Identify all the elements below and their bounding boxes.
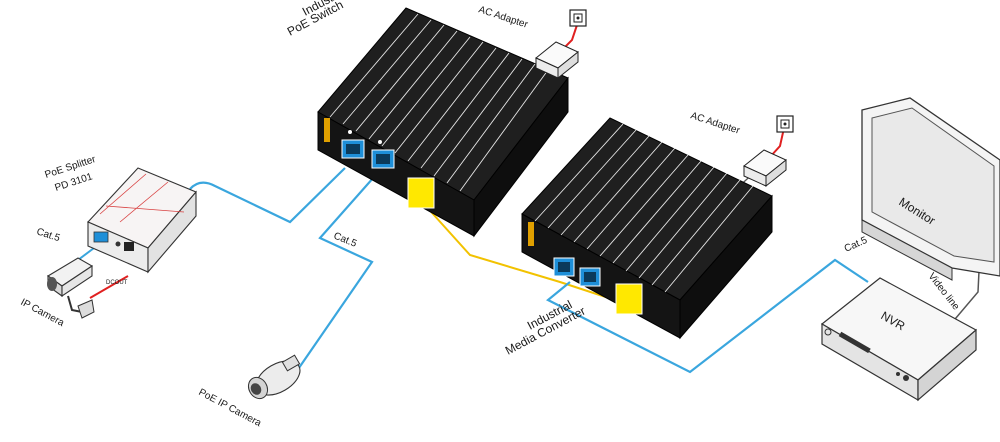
monitor-icon [861,97,1000,281]
ethernet-cable-switch-to-poe-camera [291,167,383,379]
dcout-label: DCOUT [106,280,128,286]
media-converter-icon [521,117,773,340]
ip-camera-label: IP Camera [19,297,67,329]
adapter2-label: AC Adapter [689,110,742,136]
ip-camera-icon [46,257,95,319]
poe-switch-icon [317,7,569,238]
fiber-cable-switch-to-converter [423,203,631,306]
wall-outlet-icon [569,9,587,27]
wall-outlet-icon [776,115,794,133]
adapter1-label: AC Adapter [477,4,530,30]
cat5-left-label: Cat.5 [35,226,62,244]
ethernet-cable-splitter-to-switch [189,167,346,224]
ac-adapter-icon [535,41,579,80]
ac-adapter-icon [743,149,787,188]
cat5-right-label: Cat.5 [843,235,870,255]
poe-ip-camera-icon [247,354,301,400]
poe-splitter-icon [87,167,197,274]
ethernet-cable-converter-to-nvr [545,258,869,374]
cat5-mid-label: Cat.5 [332,231,359,250]
nvr-icon [820,277,978,402]
